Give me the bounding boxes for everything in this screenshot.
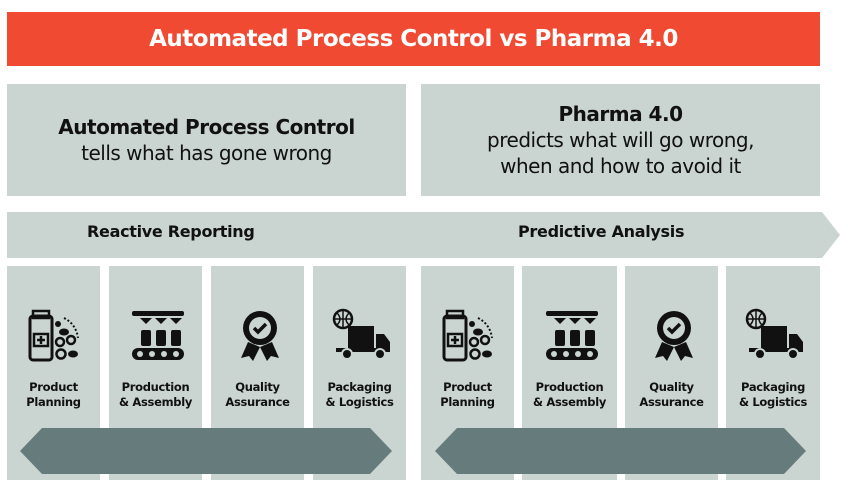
- stage-label-line1: Packaging: [327, 380, 392, 394]
- stage-label-line1: Production: [535, 380, 604, 394]
- pill-bottle-icon: [442, 309, 493, 362]
- predictive-analysis-label: Predictive Analysis: [518, 222, 685, 241]
- stage-label-line1: Production: [121, 380, 190, 394]
- double-arrow-bar: [20, 428, 392, 474]
- award-badge-icon: [654, 311, 693, 361]
- stage-label-line2: & Logistics: [738, 395, 808, 409]
- stage-label-line2: Assurance: [639, 395, 704, 409]
- conveyor-icon: [545, 311, 598, 360]
- stage-label: Packaging& Logistics: [723, 380, 823, 410]
- left-heading: Automated Process Control: [58, 115, 355, 139]
- double-arrow-bar: [435, 428, 806, 474]
- pill-bottle-icon: [28, 309, 79, 362]
- stage-label-line1: Packaging: [741, 380, 805, 394]
- stage-label-line1: Quality: [649, 380, 694, 394]
- stage-label: Production& Assembly: [106, 380, 206, 410]
- page-title: Automated Process Control vs Pharma 4.0: [7, 12, 820, 66]
- delivery-truck-icon: [332, 308, 390, 360]
- stage-label-line2: & Assembly: [118, 395, 193, 409]
- award-badge-icon: [240, 311, 279, 361]
- delivery-truck-icon: [745, 308, 803, 360]
- stage-label-line1: Product: [443, 380, 492, 394]
- right-heading: Pharma 4.0: [558, 102, 683, 126]
- stage-label-line2: Planning: [26, 395, 81, 409]
- stage-label-line2: Planning: [440, 395, 495, 409]
- stage-label-line1: Quality: [235, 380, 280, 394]
- stage-label: Production& Assembly: [520, 380, 620, 410]
- stage-label-line1: Product: [29, 380, 78, 394]
- left-summary-box: Automated Process Control tells what has…: [7, 84, 406, 196]
- stage-label-line2: & Assembly: [532, 395, 607, 409]
- right-summary-box: Pharma 4.0 predicts what will go wrong, …: [421, 84, 820, 196]
- right-description-1: predicts what will go wrong,: [487, 128, 754, 152]
- reactive-reporting-label: Reactive Reporting: [87, 222, 255, 241]
- conveyor-icon: [131, 311, 184, 360]
- progress-arrow-band: [7, 212, 840, 258]
- stage-label: Packaging& Logistics: [310, 380, 410, 410]
- right-description-2: when and how to avoid it: [500, 154, 741, 178]
- stage-label-line2: Assurance: [225, 395, 290, 409]
- stage-label-line2: & Logistics: [325, 395, 394, 409]
- left-description: tells what has gone wrong: [81, 141, 332, 165]
